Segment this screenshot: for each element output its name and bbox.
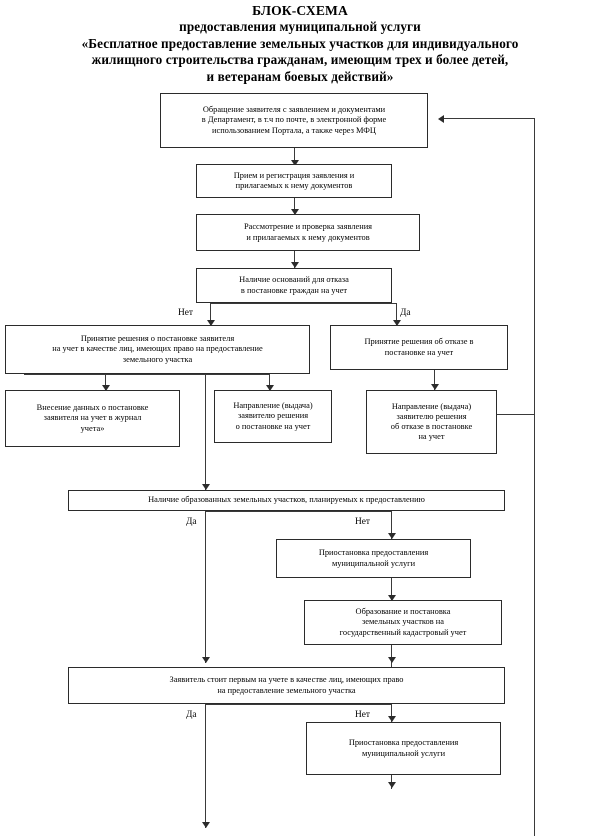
node-suspend-service-2[interactable]: Приостановка предоставления муниципально… bbox=[306, 722, 501, 775]
connector-n13-n14 bbox=[391, 704, 393, 722]
arrow-rail-n1 bbox=[438, 115, 444, 123]
connector-rail-to-n1 bbox=[444, 118, 535, 120]
connector-n11-n12 bbox=[391, 578, 393, 600]
node-decision-register-applicant[interactable]: Принятие решения о постановке заявителя … bbox=[5, 325, 310, 374]
connector-n6-n9 bbox=[434, 370, 436, 390]
node-decision-applicant-first-in-queue[interactable]: Заявитель стоит первым на учете в качест… bbox=[68, 667, 505, 704]
arrow-n10-n11 bbox=[387, 533, 396, 539]
arrow-n5-n8 bbox=[265, 385, 274, 391]
node-text: Принятие решения о постановке заявителя … bbox=[52, 334, 263, 364]
node-decision-plots-available[interactable]: Наличие образованных земельных участков,… bbox=[68, 490, 505, 511]
branch-label-yes-1: Да bbox=[400, 308, 411, 318]
title-line-1: БЛОК-СХЕМА bbox=[252, 3, 348, 18]
node-application-submission[interactable]: Обращение заявителя с заявлением и докум… bbox=[160, 93, 428, 148]
arrow-n11-n12 bbox=[387, 595, 396, 601]
node-decision-refusal-grounds[interactable]: Наличие оснований для отказа в постановк… bbox=[196, 268, 392, 303]
node-receive-and-register[interactable]: Прием и регистрация заявления и прилагае… bbox=[196, 164, 392, 198]
node-text: Наличие оснований для отказа в постановк… bbox=[239, 275, 349, 295]
branch-label-no-3: Нет bbox=[355, 710, 371, 720]
arrow-n10-n13 bbox=[201, 657, 210, 663]
connector-right-rail-up bbox=[534, 118, 536, 415]
connector-n4-bus bbox=[210, 303, 396, 305]
title-line-4: жилищного строительства гражданам, имеющ… bbox=[91, 52, 509, 68]
connector-n10-n13 bbox=[205, 511, 207, 663]
arrow-n6-n9 bbox=[430, 384, 439, 390]
arrow-n4-n6 bbox=[392, 320, 401, 326]
connector-n3-n4 bbox=[294, 251, 296, 268]
arrow-n2-n3 bbox=[290, 209, 299, 215]
arrow-n3-n4 bbox=[290, 262, 299, 268]
node-text: Обращение заявителя с заявлением и докум… bbox=[201, 105, 387, 135]
node-text: Направление (выдача) заявителю решения о… bbox=[233, 401, 313, 431]
connector-outer-right-rail bbox=[534, 414, 536, 836]
node-send-positive-decision[interactable]: Направление (выдача) заявителю решения о… bbox=[214, 390, 332, 443]
node-text: Принятие решения об отказе в постановке … bbox=[364, 337, 474, 357]
connector-n5-bus bbox=[24, 374, 269, 376]
document-title: БЛОК-СХЕМА предоставления муниципальной … bbox=[0, 2, 600, 86]
connector-n13-bus bbox=[205, 704, 391, 706]
connector-n4-n6 bbox=[396, 303, 398, 325]
branch-label-no-2: Нет bbox=[355, 517, 371, 527]
node-text: Прием и регистрация заявления и прилагае… bbox=[233, 170, 355, 190]
node-record-in-journal[interactable]: Внесение данных о постановке заявителя н… bbox=[5, 390, 180, 447]
node-text: Приостановка предоставления муниципально… bbox=[318, 548, 429, 568]
arrow-n13-yes bbox=[201, 822, 210, 828]
connector-n5-n7 bbox=[105, 374, 107, 390]
connector-n5-n8 bbox=[269, 374, 271, 390]
arrow-n5-n10 bbox=[201, 484, 210, 490]
arrow-n1-n2 bbox=[290, 160, 299, 166]
node-text: Приостановка предоставления муниципально… bbox=[348, 738, 459, 758]
arrow-n5-n7 bbox=[101, 385, 110, 391]
connector-n9-rail bbox=[497, 414, 535, 416]
connector-n10-bus bbox=[205, 511, 391, 513]
node-decision-refuse-registration[interactable]: Принятие решения об отказе в постановке … bbox=[330, 325, 508, 370]
connector-n5-n10 bbox=[205, 374, 207, 490]
node-review-and-verify[interactable]: Рассмотрение и проверка заявления и прил… bbox=[196, 214, 420, 251]
branch-label-yes-3: Да bbox=[186, 710, 197, 720]
node-suspend-service-1[interactable]: Приостановка предоставления муниципально… bbox=[276, 539, 471, 578]
connector-n12-n13 bbox=[391, 645, 393, 667]
connector-n13-yes bbox=[205, 704, 207, 828]
arrow-n12-n13 bbox=[387, 657, 396, 663]
node-send-refusal-decision[interactable]: Направление (выдача) заявителю решения о… bbox=[366, 390, 497, 454]
arrow-n13-n14 bbox=[387, 716, 396, 722]
connector-n10-n11 bbox=[391, 511, 393, 539]
connector-n1-n2 bbox=[294, 148, 296, 166]
node-text: Наличие образованных земельных участков,… bbox=[148, 495, 425, 505]
branch-label-yes-2: Да bbox=[186, 517, 197, 527]
title-line-3: «Бесплатное предоставление земельных уча… bbox=[81, 35, 519, 51]
connector-n2-n3 bbox=[294, 198, 296, 214]
node-form-and-cadastral-registration[interactable]: Образование и постановка земельных участ… bbox=[304, 600, 502, 645]
node-text: Внесение данных о постановке заявителя н… bbox=[36, 403, 149, 433]
arrow-n4-n5 bbox=[206, 320, 215, 326]
node-text: Направление (выдача) заявителю решения о… bbox=[390, 401, 473, 442]
title-line-2: предоставления муниципальной услуги bbox=[179, 19, 421, 35]
arrow-n14-down bbox=[387, 782, 396, 788]
connector-n4-n5 bbox=[210, 303, 212, 325]
node-text: Образование и постановка земельных участ… bbox=[339, 607, 467, 637]
title-line-5: и ветеранам боевых действий» bbox=[206, 69, 394, 84]
node-text: Заявитель стоит первым на учете в качест… bbox=[169, 675, 404, 695]
branch-label-no-1: Нет bbox=[178, 308, 194, 318]
node-text: Рассмотрение и проверка заявления и прил… bbox=[243, 222, 373, 242]
